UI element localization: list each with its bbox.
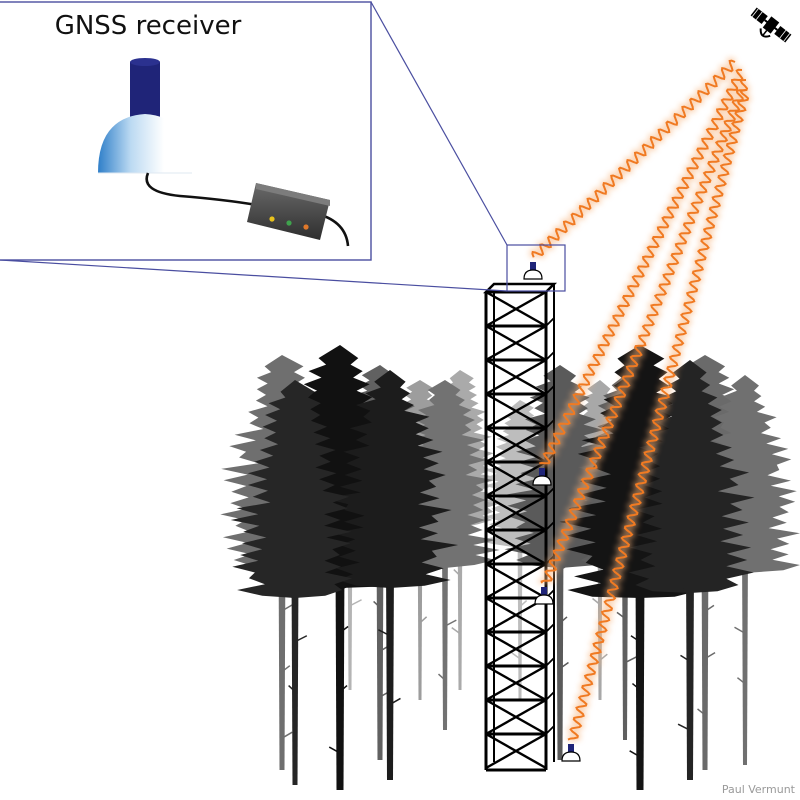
signal-wave (540, 79, 749, 584)
receiver-inset-panel: GNSS receiver (0, 1, 372, 261)
gnss-antennas (523, 262, 581, 762)
tree (230, 380, 353, 785)
gnss-antenna-icon (523, 262, 543, 280)
inset-title: GNSS receiver (55, 11, 242, 41)
signal-wave (531, 59, 736, 258)
zoom-connector-top (370, 1, 508, 246)
lattice-tower (482, 282, 558, 772)
gnss-antenna-icon (532, 468, 552, 486)
satellite-icon (750, 7, 792, 43)
tree (323, 370, 459, 780)
forest-foreground-trees (230, 345, 755, 790)
signal-wave (567, 89, 750, 741)
zoom-connector-bottom (0, 259, 508, 292)
gnss-signal-waves (531, 59, 750, 741)
status-led-yellow (269, 216, 275, 222)
gnss-antenna-icon (561, 744, 581, 762)
gnss-antenna-icon (534, 587, 554, 605)
gnss-antenna-icon (98, 58, 192, 174)
status-led-orange (303, 224, 309, 230)
status-led-green (286, 220, 292, 226)
receiver-box (247, 183, 330, 240)
zoom-highlight-box (506, 244, 566, 292)
author-credit: Paul Vermunt (722, 783, 796, 796)
signal-wave (539, 68, 744, 465)
antenna-cable (145, 172, 263, 208)
tree (628, 360, 755, 780)
